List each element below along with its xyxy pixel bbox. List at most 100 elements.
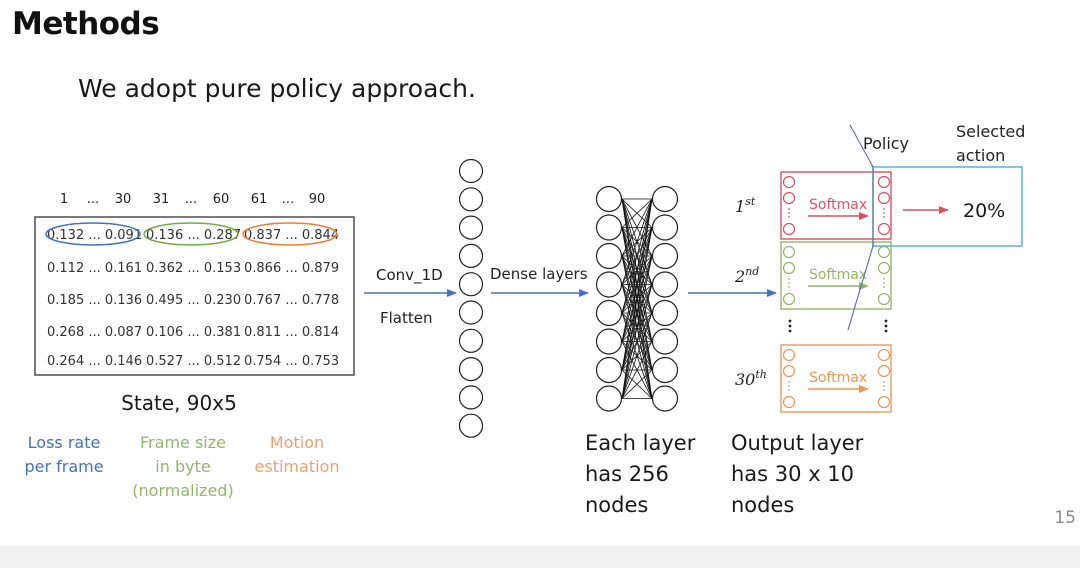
selected-action-label-2: action (956, 146, 1005, 165)
matrix-column-header: 60 (213, 192, 230, 207)
output-node-ellipsis (788, 381, 790, 383)
dense-caption-line: Each layer (585, 431, 696, 455)
output-node-ellipsis (883, 278, 885, 280)
matrix-cell: 0.362 ... 0.153 (146, 261, 241, 276)
dense-node-right (651, 271, 679, 298)
output-caption-line: has 30 x 10 (731, 462, 854, 486)
dense-node-left (595, 356, 623, 384)
output-node-ellipsis (788, 286, 790, 288)
dense-node-left (595, 385, 623, 412)
feature-legend-text: (normalized) (132, 481, 233, 500)
output-node-ellipsis (788, 282, 790, 284)
head-ordinal: 1st (735, 195, 756, 216)
matrix-column-header: ... (87, 192, 99, 207)
flatten-node (458, 413, 484, 438)
softmax-label: Softmax (809, 197, 867, 213)
dense-node-right (651, 185, 679, 213)
output-node-ellipsis (883, 385, 885, 387)
matrix-column-header: 31 (153, 192, 170, 207)
slide-number: 15 (1054, 508, 1076, 528)
output-head-box (780, 241, 892, 310)
loss-rate-highlight (45, 222, 141, 246)
dense-edge (621, 198, 653, 257)
dense-edge (621, 198, 653, 228)
output-node-ellipsis (788, 208, 790, 210)
matrix-column-header: ... (185, 192, 197, 207)
matrix-cell: 0.185 ... 0.136 (47, 293, 142, 308)
selected-action-value: 20% (963, 200, 1005, 222)
flatten-node (458, 158, 484, 184)
matrix-cell: 0.527 ... 0.512 (146, 354, 241, 369)
matrix-cell: 0.754 ... 0.753 (244, 354, 339, 369)
output-node-ellipsis (883, 208, 885, 210)
dense-node-right (651, 385, 679, 412)
policy-label: Policy (863, 134, 909, 153)
output-node (782, 175, 796, 189)
matrix-cell: 0.495 ... 0.230 (146, 293, 241, 308)
flatten-node (458, 300, 484, 325)
slide-subtitle: We adopt pure policy approach. (78, 74, 476, 103)
output-node-ellipsis (788, 212, 790, 214)
output-node (782, 245, 796, 259)
output-head-box (780, 344, 892, 413)
output-node (877, 395, 891, 409)
feature-legend-text: Motion (270, 433, 324, 452)
matrix-cell: 0.837 ... 0.844 (244, 228, 339, 243)
dense-edge (621, 198, 653, 314)
output-node (782, 261, 796, 275)
output-node-ellipsis (788, 385, 790, 387)
dense-edge (621, 312, 653, 399)
dense-edge (621, 227, 653, 399)
matrix-cell: 0.866 ... 0.879 (244, 261, 339, 276)
dense-edge (621, 198, 653, 399)
flatten-node (458, 215, 484, 240)
dense-edge (621, 341, 653, 399)
matrix-cell: 0.136 ... 0.287 (146, 228, 241, 243)
feature-legend-text: Frame size (140, 433, 226, 452)
flatten-node (458, 385, 484, 410)
dense-edge (621, 198, 653, 342)
matrix-column-header: 90 (309, 192, 326, 207)
feature-legend-text: estimation (255, 457, 340, 476)
dense-edge (621, 284, 653, 399)
dense-node-left (595, 328, 623, 355)
matrix-column-header: 30 (115, 192, 132, 207)
head-ordinal: 30th (735, 368, 767, 389)
dense-edge (621, 198, 653, 285)
output-node (877, 175, 891, 189)
output-node-ellipsis (788, 278, 790, 280)
heads-ellipsis (788, 319, 888, 333)
output-node-ellipsis (883, 212, 885, 214)
dense-node-left (595, 185, 623, 213)
output-node-ellipsis (883, 389, 885, 391)
flatten-label: Flatten (380, 309, 433, 327)
conv-label: Conv_1D (376, 266, 443, 285)
dense-caption-line: has 256 (585, 462, 669, 486)
dense-caption-line: nodes (585, 493, 648, 517)
output-node-ellipsis (883, 381, 885, 383)
dense-node-right (651, 242, 679, 270)
output-head-box (780, 171, 892, 240)
dense-node-right (651, 328, 679, 355)
flatten-node (458, 357, 484, 382)
dense-layers (595, 185, 679, 412)
dense-label: Dense layers (490, 265, 588, 283)
output-node-ellipsis (883, 286, 885, 288)
output-node-ellipsis (883, 216, 885, 218)
matrix-cell: 0.264 ... 0.146 (47, 354, 142, 369)
output-node (877, 191, 891, 205)
frame-size-highlight (143, 222, 239, 246)
slide-title: Methods (12, 6, 160, 42)
output-node (877, 245, 891, 259)
matrix-cell: 0.767 ... 0.778 (244, 293, 339, 308)
output-node-ellipsis (788, 216, 790, 218)
flatten-node (458, 243, 484, 268)
dense-node-right (651, 356, 679, 384)
dense-node-left (595, 271, 623, 298)
output-node (782, 222, 796, 236)
